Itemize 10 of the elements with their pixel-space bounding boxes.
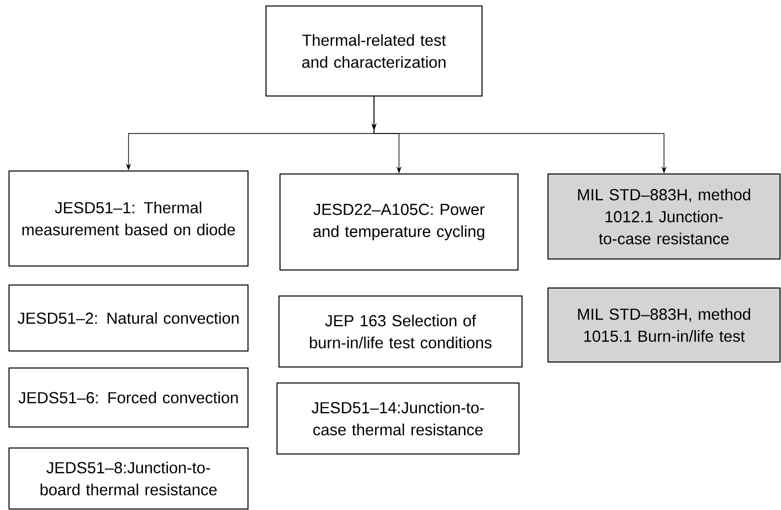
standard-box: MIL STD–883H, method 1012.1 Junction-to-case resistance — [548, 174, 780, 260]
standard-box: JESD22–A105C: Power and temperature cycling — [280, 174, 518, 270]
standard-box: JEDS51–6: Forced convection — [8, 368, 248, 428]
standard-box: JESD51–14:Junction-to-case thermal resistance — [276, 382, 520, 454]
standard-box: JEDS51–8:Junction-to-board thermal resistance — [8, 448, 248, 510]
heading-box: Thermal-related test and characterization — [266, 6, 482, 96]
standard-box: JESD51–2: Natural convection — [8, 284, 248, 352]
standard-box: JEP 163 Selection of burn-in/life test conditions — [278, 296, 522, 368]
standard-box: MIL STD–883H, method 1015.1 Burn-in/life test — [548, 288, 780, 362]
standard-box: JESD51–1: Thermal measurement based on diode — [8, 170, 248, 266]
